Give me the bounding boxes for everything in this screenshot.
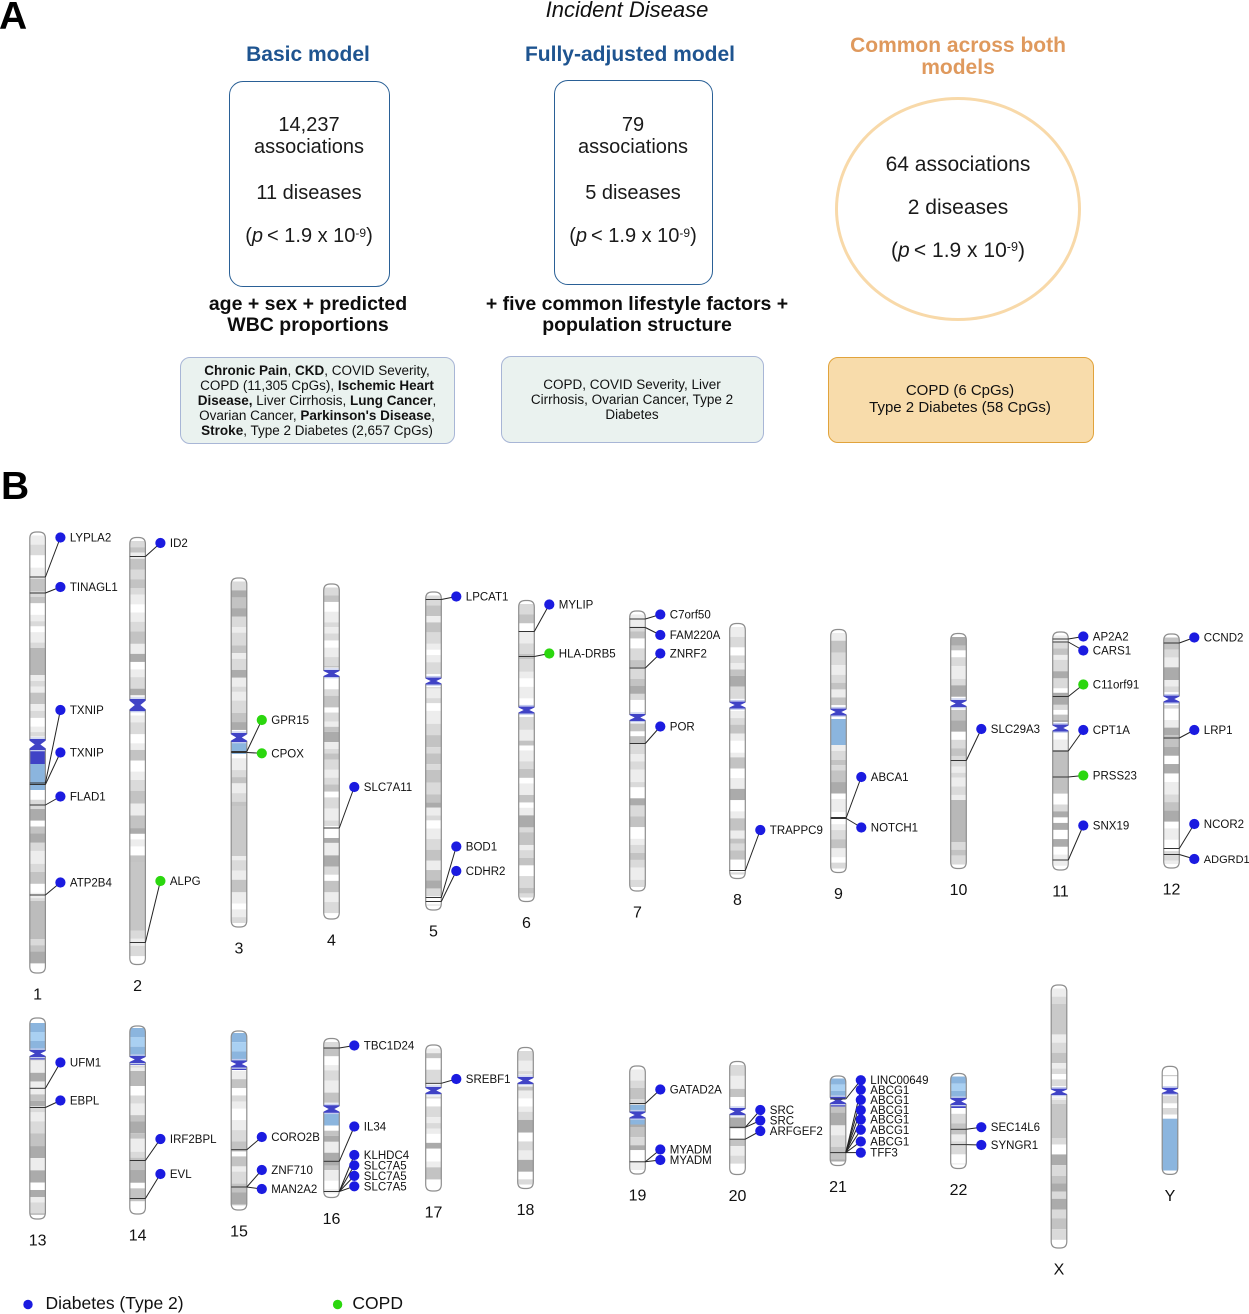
svg-text:21: 21 (829, 1179, 847, 1196)
svg-text:LINC00649: LINC00649 (870, 1075, 928, 1087)
svg-text:AP2A2: AP2A2 (1093, 632, 1129, 644)
svg-text:SLC7A11: SLC7A11 (364, 782, 412, 794)
svg-text:15: 15 (230, 1224, 248, 1241)
svg-text:5: 5 (429, 924, 438, 941)
svg-text:TBC1D24: TBC1D24 (364, 1041, 415, 1053)
svg-text:NCOR2: NCOR2 (1204, 819, 1244, 831)
svg-text:FAM220A: FAM220A (670, 630, 721, 642)
svg-text:ABCG1: ABCG1 (870, 1105, 909, 1117)
svg-text:14: 14 (129, 1228, 147, 1245)
svg-text:CCND2: CCND2 (1204, 633, 1244, 645)
svg-text:4: 4 (327, 933, 336, 950)
svg-text:SRC: SRC (770, 1105, 794, 1117)
svg-text:3: 3 (235, 941, 244, 958)
svg-text:POR: POR (670, 722, 695, 734)
svg-text:IL34: IL34 (364, 1122, 387, 1134)
svg-text:GATAD2A: GATAD2A (670, 1085, 722, 1097)
svg-text:SLC7A5: SLC7A5 (364, 1160, 407, 1172)
svg-text:MYLIP: MYLIP (559, 600, 594, 612)
svg-text:MYADM: MYADM (670, 1155, 712, 1167)
svg-text:ABCG1: ABCG1 (870, 1085, 909, 1097)
svg-text:FLAD1: FLAD1 (70, 792, 106, 804)
svg-text:SLC7A5: SLC7A5 (364, 1181, 407, 1193)
svg-text:11: 11 (1052, 884, 1069, 901)
svg-text:20: 20 (729, 1188, 747, 1205)
svg-text:SLC7A5: SLC7A5 (364, 1171, 407, 1183)
svg-text:TFF3: TFF3 (870, 1148, 897, 1160)
svg-text:22: 22 (950, 1182, 968, 1199)
svg-text:C7orf50: C7orf50 (670, 610, 711, 622)
svg-text:12: 12 (1163, 882, 1181, 899)
svg-text:X: X (1054, 1262, 1065, 1279)
svg-text:17: 17 (425, 1205, 443, 1222)
svg-text:SRC: SRC (770, 1116, 794, 1128)
svg-text:MYADM: MYADM (670, 1145, 712, 1157)
svg-text:CARS1: CARS1 (1093, 646, 1131, 658)
svg-text:13: 13 (29, 1233, 47, 1250)
svg-text:1: 1 (33, 987, 42, 1004)
svg-text:SNX19: SNX19 (1093, 821, 1129, 833)
svg-text:CPOX: CPOX (271, 748, 304, 760)
svg-text:NOTCH1: NOTCH1 (871, 823, 918, 835)
svg-text:ARFGEF2: ARFGEF2 (770, 1126, 823, 1138)
svg-text:PRSS23: PRSS23 (1093, 771, 1137, 783)
svg-text:ADGRD1: ADGRD1 (1204, 854, 1249, 866)
svg-text:2: 2 (133, 978, 142, 995)
svg-text:Diabetes (Type 2): Diabetes (Type 2) (46, 1293, 184, 1313)
svg-text:ZNRF2: ZNRF2 (670, 649, 707, 661)
svg-text:CDHR2: CDHR2 (466, 866, 506, 878)
svg-text:TRAPPC9: TRAPPC9 (770, 825, 823, 837)
svg-text:LYPLA2: LYPLA2 (70, 533, 111, 545)
svg-text:ZNF710: ZNF710 (271, 1165, 313, 1177)
svg-text:ABCG1: ABCG1 (870, 1137, 909, 1149)
svg-text:7: 7 (633, 905, 642, 922)
svg-text:6: 6 (522, 915, 531, 932)
svg-text:UFM1: UFM1 (70, 1058, 101, 1070)
svg-text:SEC14L6: SEC14L6 (991, 1122, 1040, 1134)
svg-text:CORO2B: CORO2B (271, 1132, 320, 1144)
svg-text:MAN2A2: MAN2A2 (271, 1184, 317, 1196)
svg-text:ABCG1: ABCG1 (870, 1125, 909, 1137)
svg-text:19: 19 (629, 1188, 647, 1205)
svg-text:LPCAT1: LPCAT1 (466, 592, 509, 604)
svg-text:EVL: EVL (170, 1169, 192, 1181)
svg-text:ABCG1: ABCG1 (870, 1115, 909, 1127)
svg-text:IRF2BPL: IRF2BPL (170, 1134, 217, 1146)
svg-text:LRP1: LRP1 (1204, 725, 1233, 737)
svg-text:SYNGR1: SYNGR1 (991, 1140, 1038, 1152)
svg-text:8: 8 (733, 892, 742, 909)
svg-text:BOD1: BOD1 (466, 842, 497, 854)
svg-text:TXNIP: TXNIP (70, 748, 104, 760)
svg-text:ATP2B4: ATP2B4 (70, 878, 113, 890)
svg-text:GPR15: GPR15 (271, 715, 309, 727)
svg-text:10: 10 (950, 882, 968, 899)
svg-text:TINAGL1: TINAGL1 (70, 582, 118, 594)
svg-text:SREBF1: SREBF1 (466, 1074, 511, 1086)
svg-text:TXNIP: TXNIP (70, 705, 104, 717)
svg-text:ALPG: ALPG (170, 876, 201, 888)
svg-text:EBPL: EBPL (70, 1096, 100, 1108)
svg-text:18: 18 (517, 1202, 535, 1219)
svg-text:Y: Y (1165, 1188, 1176, 1205)
svg-text:HLA-DRB5: HLA-DRB5 (559, 649, 616, 661)
svg-text:ID2: ID2 (170, 538, 188, 550)
svg-text:ABCA1: ABCA1 (871, 772, 909, 784)
svg-text:SLC29A3: SLC29A3 (991, 724, 1040, 736)
svg-text:9: 9 (834, 886, 843, 903)
svg-text:16: 16 (323, 1211, 341, 1228)
svg-text:C11orf91: C11orf91 (1093, 680, 1139, 692)
svg-text:COPD: COPD (352, 1293, 403, 1313)
svg-text:KLHDC4: KLHDC4 (364, 1150, 410, 1162)
svg-text:ABCG1: ABCG1 (870, 1095, 909, 1107)
svg-text:CPT1A: CPT1A (1093, 725, 1130, 737)
